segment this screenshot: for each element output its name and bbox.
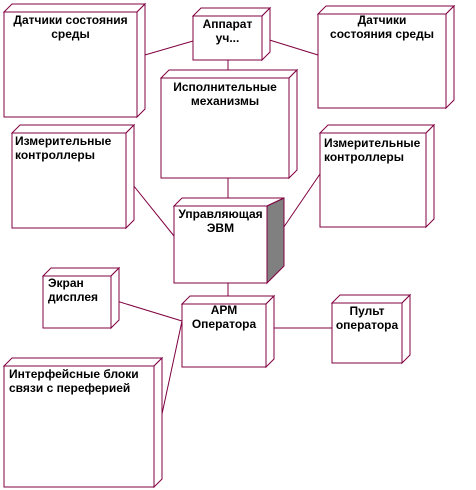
label-controllers-left: Измерительные контроллеры <box>15 134 112 162</box>
label-sensors-env-right: Датчики состояния среды <box>330 13 434 41</box>
node-workstation[interactable] <box>180 294 276 369</box>
label-controllers-right: Измерительные контроллеры <box>324 136 421 164</box>
node-controllers-right[interactable] <box>318 123 436 229</box>
node-display[interactable] <box>41 266 121 330</box>
label-actuators: Исполнительные механизмы <box>173 80 277 108</box>
link-interface-workstation <box>161 320 183 415</box>
label-display: Экран дисплея <box>48 276 99 304</box>
node-interface-blocks[interactable] <box>2 356 164 489</box>
label-computer: Управляющая ЭВМ <box>178 207 263 235</box>
label-apparatus: Аппарат уч... <box>202 17 253 45</box>
node-console[interactable] <box>330 293 412 365</box>
label-workstation: АРМ Оператора <box>191 303 257 331</box>
node-sensors-env-right[interactable] <box>316 4 456 110</box>
node-actuators[interactable] <box>159 68 299 180</box>
label-console: Пульт оператора <box>335 304 399 332</box>
node-controllers-left[interactable] <box>10 123 136 230</box>
node-computer[interactable] <box>172 197 285 285</box>
link-sensors-left-apparatus <box>137 40 194 58</box>
link-apparatus-sensors-right <box>262 37 319 56</box>
label-sensors-env-left: Датчики состояния среды <box>13 13 128 41</box>
node-apparatus[interactable] <box>191 6 272 62</box>
node-sensors-env-left[interactable] <box>2 2 147 119</box>
label-interface-blocks: Интерфейсные блоки связи с переферией <box>9 367 139 395</box>
link-display-workstation <box>109 298 183 322</box>
